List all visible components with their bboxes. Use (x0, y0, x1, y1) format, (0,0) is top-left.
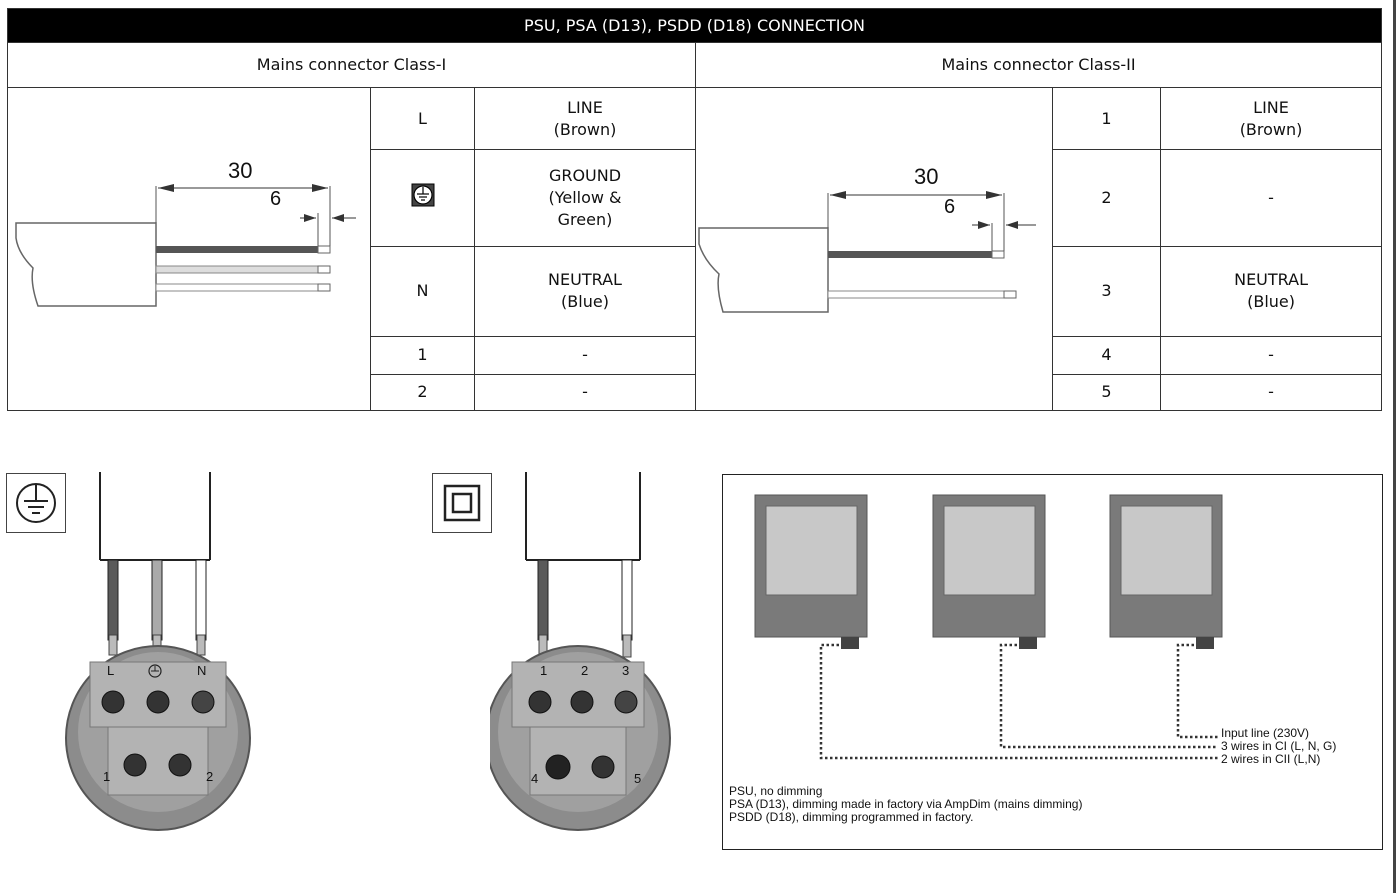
class1-label-2: 2 (206, 769, 214, 784)
luminaire-2 (932, 494, 1046, 649)
class1-connector-illustration (65, 472, 251, 831)
class2-pin-1: 1 (1052, 86, 1161, 151)
class1-icon-box (6, 473, 66, 533)
class1-pin-n: N (370, 245, 475, 337)
class1-label-n: N (197, 663, 207, 678)
class2-cable-drawing (698, 191, 1036, 313)
class1-label-l: L (107, 663, 115, 678)
cii-wires-label: 2 wires in CII (L,N) (1221, 752, 1321, 766)
wiring-diagram: Input line (230V) 3 wires in CI (L, N, G… (722, 474, 1383, 850)
class1-label-1: 1 (103, 769, 111, 784)
ground-symbol-icon (16, 483, 56, 523)
class1-pin-ground (370, 149, 475, 247)
class1-header: Mains connector Class-I (7, 42, 696, 88)
class2-cable-drawing-cell: 30 6 (695, 87, 1053, 411)
class2-pin-4: 4 (1052, 335, 1161, 375)
class1-desc-ground: GROUND (Yellow & Green) (474, 149, 696, 247)
class2-desc-line: LINE (Brown) (1159, 86, 1383, 151)
class1-pin-l: L (370, 86, 475, 151)
ground-symbol-icon (411, 183, 434, 207)
class2-label-4: 4 (531, 771, 539, 786)
class1-dim-long: 30 (228, 158, 253, 183)
class2-label-5: 5 (634, 771, 642, 786)
class1-pin-1: 1 (370, 335, 475, 375)
class2-desc-5: - (1159, 373, 1383, 412)
class2-pin-3: 3 (1052, 245, 1161, 337)
note-psu: PSU, no dimming (729, 784, 823, 798)
class1-desc-neutral: NEUTRAL (Blue) (474, 245, 696, 337)
class2-dim-long: 30 (914, 164, 939, 189)
wiring-diagram-drawing (754, 494, 1223, 760)
class1-cable-drawing-cell: 30 6 (7, 87, 371, 411)
class2-desc-4: - (1159, 335, 1383, 375)
connection-table: PSU, PSA (D13), PSDD (D18) CONNECTION Ma… (6, 8, 1383, 412)
class2-connector-illustration (490, 472, 671, 831)
class1-pin-2: 2 (370, 373, 475, 412)
note-psa: PSA (D13), dimming made in factory via A… (729, 797, 1083, 811)
class2-header: Mains connector Class-II (694, 42, 1383, 88)
ci-wires-label: 3 wires in CI (L, N, G) (1221, 739, 1337, 753)
class1-desc-line: LINE (Brown) (474, 86, 696, 151)
luminaire-3 (1109, 494, 1223, 649)
class2-label-2: 2 (581, 663, 589, 678)
note-psdd: PSDD (D18), dimming programmed in factor… (729, 810, 974, 824)
class1-dim-short: 6 (270, 188, 282, 210)
right-edge-line (1393, 0, 1396, 893)
class2-desc-neutral: NEUTRAL (Blue) (1159, 245, 1383, 337)
class2-icon-box (432, 473, 492, 533)
class2-label-1: 1 (540, 663, 548, 678)
class1-desc-2: - (474, 373, 696, 412)
input-line-label: Input line (230V) (1221, 726, 1310, 740)
double-insulation-icon (443, 484, 481, 522)
class2-label-3: 3 (622, 663, 630, 678)
class2-dim-short: 6 (944, 196, 956, 218)
class2-desc-2: - (1159, 149, 1383, 247)
luminaire-1 (754, 494, 868, 649)
class1-desc-1: - (474, 335, 696, 375)
class1-cable-drawing (15, 184, 356, 307)
table-title: PSU, PSA (D13), PSDD (D18) CONNECTION (6, 8, 1383, 43)
class2-pin-5: 5 (1052, 373, 1161, 412)
class2-pin-2: 2 (1052, 149, 1161, 247)
